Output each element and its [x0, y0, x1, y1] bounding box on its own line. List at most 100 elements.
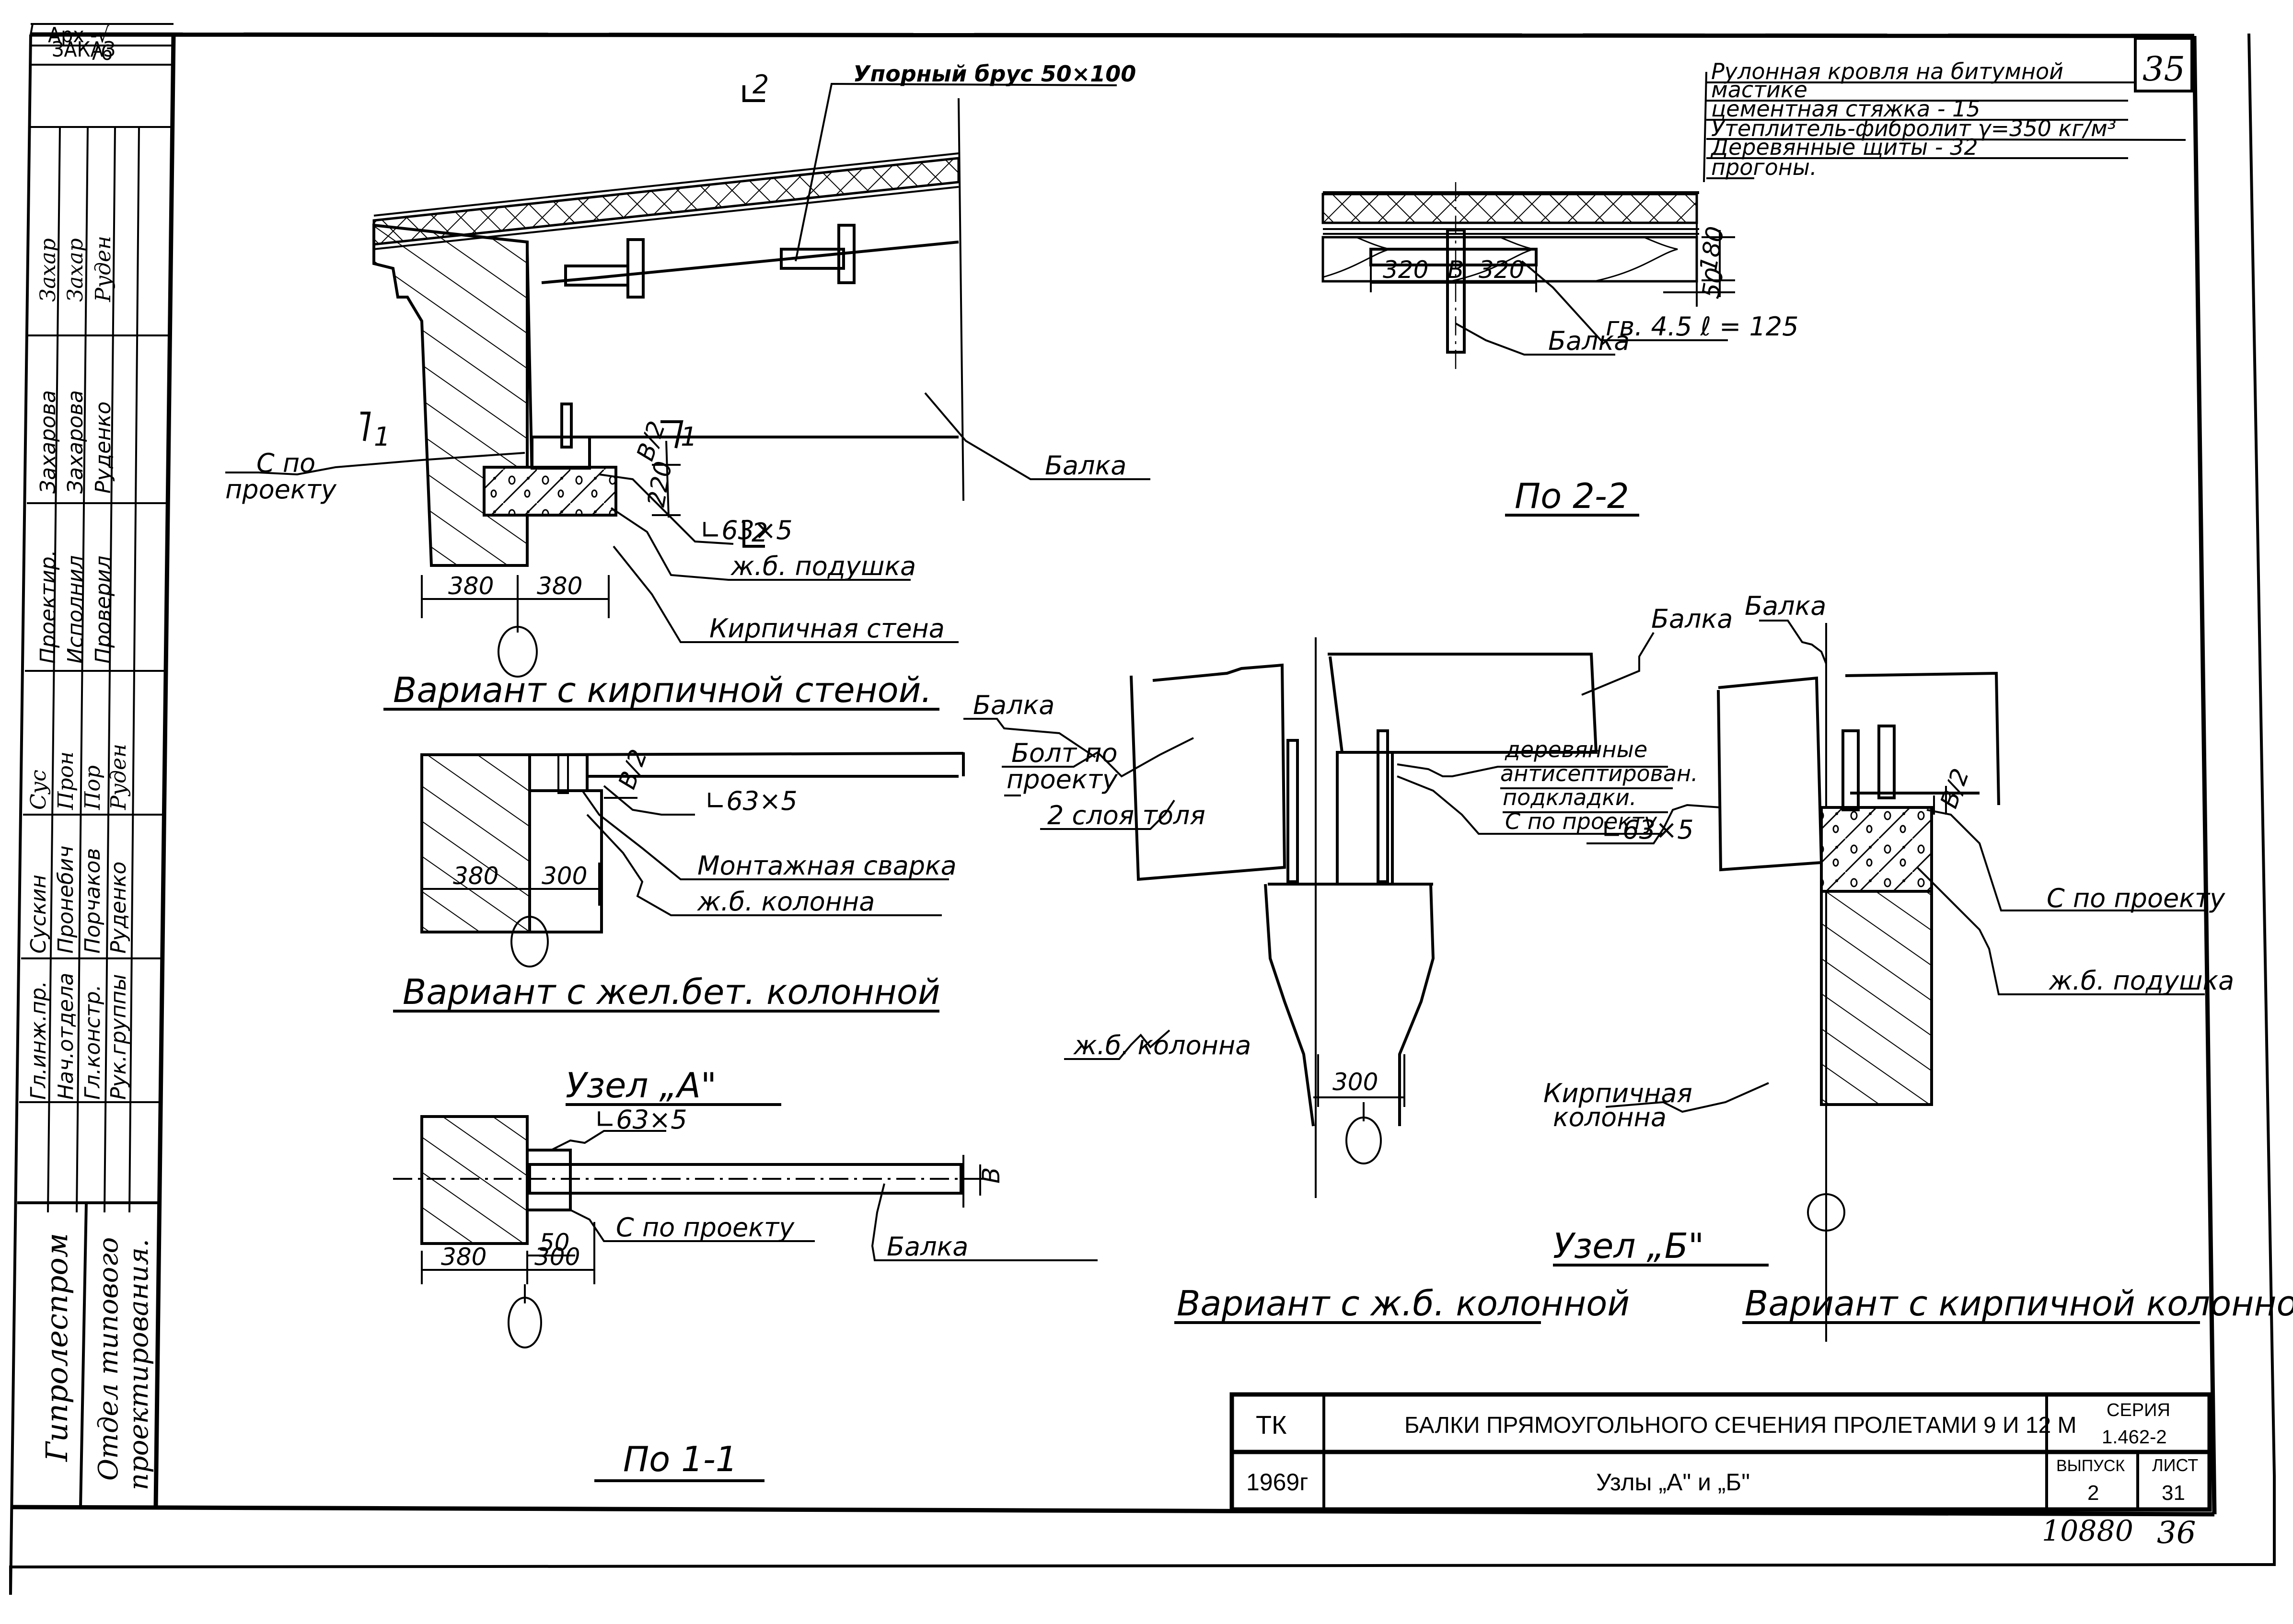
dim-220: 220	[642, 459, 678, 509]
angle-label: ∟63×5	[705, 786, 798, 816]
felt-label: 2 слоя толя	[1047, 800, 1205, 830]
stamp-name: Руденко	[106, 862, 131, 954]
section-mark-1-right: 1	[681, 422, 697, 452]
dim-50: 50	[539, 1229, 570, 1256]
stamp-role: Проверил	[91, 555, 116, 664]
roof-layer-1: Рулонная кровля на битумной	[1711, 58, 2063, 84]
stamp-name: Захарова	[36, 390, 60, 494]
stamp-role: Гл.инж.пр.	[26, 981, 51, 1100]
bolt-label: Болт по	[1011, 738, 1118, 768]
node-a-rc-column-detail: B/2 ∟63×5 Монтажная сварка ж.б. колонна …	[393, 746, 965, 1013]
page-number: 36	[2157, 1515, 2196, 1551]
dim-300: 300	[534, 1243, 580, 1271]
department-line-1: Отдел типового	[93, 1237, 124, 1481]
stamp-signature: Прон	[54, 751, 78, 810]
dim-380: 380	[448, 572, 494, 600]
roof-layer-1-cont: мастике	[1711, 77, 1807, 103]
c-by-project-label: С по проекту	[616, 1212, 795, 1243]
roof-layer-5: прогоны.	[1711, 154, 1817, 180]
stamp-name: Сускин	[26, 875, 51, 954]
dim-b: B	[977, 1167, 1005, 1184]
stop-bar-label: Упорный брус 50×100	[853, 61, 1136, 87]
stamp-name: Порчаков	[81, 848, 105, 954]
series-label: СЕРИЯ	[2107, 1400, 2170, 1420]
stamp-name: Захарова	[63, 390, 88, 494]
section-1-1-detail: B ∟63×5 С по проекту Балка 380 300 50 По…	[393, 1105, 1098, 1482]
document-code: ТК	[1256, 1411, 1287, 1440]
brick-variant-caption: Вариант с кирпичной стеной.	[393, 670, 932, 710]
order-number: 76	[89, 41, 113, 65]
rc-pad-label: ж.б. подушка	[730, 551, 916, 581]
c-by-project-label: С по проекту	[2047, 883, 2225, 913]
welding-label: Монтажная сварка	[697, 851, 957, 881]
dim-b: B	[1448, 256, 1464, 284]
beam-label: Балка	[1745, 591, 1826, 621]
nail-label: гв. 4.5 ℓ = 125	[1606, 311, 1799, 342]
axis-marker	[510, 916, 549, 967]
section-mark-2-bottom: 2	[752, 518, 768, 548]
department-line-2: проектирования.	[123, 1239, 154, 1490]
issue-value: 2	[2087, 1481, 2099, 1505]
rc-b-variant-caption: Вариант с ж.б. колонной	[1177, 1283, 1630, 1324]
beam-label: Балка	[1548, 326, 1630, 356]
dim-b-half: B/2	[1935, 765, 1975, 812]
section-mark-1-left: 1	[374, 422, 390, 452]
drawing-frame	[9, 32, 2276, 1595]
document-title: БАЛКИ ПРЯМОУГОЛЬНОГО СЕЧЕНИЯ ПРОЛЕТАМИ 9…	[1404, 1413, 2077, 1438]
stamp-role: Нач.отдела	[54, 973, 78, 1100]
stamp-signature: Захар	[63, 238, 88, 302]
stamp-name: Руденко	[91, 402, 116, 494]
stamp-rows: Проектир. Захарова Захар Исполнил Захаро…	[26, 236, 154, 1490]
stamp-signature: Руден	[106, 744, 131, 810]
node-a-brick-wall-detail: 2 2 1 1 Упорный брус 50×100 С по проекту…	[225, 61, 1150, 711]
stamp-role: Рук.группы	[106, 974, 131, 1100]
node-b-brick-column-detail: B/2 Балка ∟63×5 С по проекту ж.б. подушк…	[1543, 591, 2293, 1342]
stamp-signature: Пор	[81, 765, 105, 810]
c-by-project-label: С по проекту	[1505, 808, 1657, 834]
dim-50: 50	[1697, 265, 1729, 300]
roof-layers-legend: Рулонная кровля на битумной мастике цеме…	[1703, 37, 2193, 183]
rc-column-label: ж.б. колонна	[696, 887, 875, 917]
c-by-project-label: С по	[256, 448, 315, 478]
approval-stamp	[17, 23, 174, 1508]
brick-b-variant-caption: Вариант с кирпичной колонной	[1745, 1283, 2293, 1324]
axis-marker	[498, 626, 538, 678]
roof-layer-2: цементная стяжка - 15	[1711, 96, 1980, 122]
document-subtitle: Узлы „А" и „Б"	[1596, 1469, 1750, 1496]
corner-number-box	[2134, 37, 2193, 92]
sheet-label: ЛИСТ	[2152, 1455, 2198, 1475]
brick-wall-label: Кирпичная стена	[709, 613, 945, 644]
pads-label-2: антисептирован.	[1500, 760, 1698, 786]
angle-label: ∟63×5	[594, 1105, 687, 1135]
archive-number: 10880	[2042, 1514, 2133, 1548]
axis-marker	[1345, 1117, 1382, 1164]
axis-marker	[508, 1297, 542, 1348]
node-b-title: Узел „Б"	[1553, 1226, 1704, 1266]
rc-column-label: ж.б. колонна	[1073, 1030, 1251, 1060]
dim-380: 380	[453, 862, 498, 890]
dim-380: 380	[537, 572, 582, 600]
angle-label: ∟63×5	[700, 515, 793, 545]
stamp-signature: Руден	[91, 236, 116, 302]
bolt-label-2: проекту	[1007, 764, 1118, 795]
beam-top-label: Балка	[1651, 604, 1733, 634]
axis-marker	[1807, 1193, 1845, 1232]
dim-300: 300	[1332, 1068, 1378, 1096]
archive-mark: Арх -√	[48, 23, 109, 47]
section-2-2-caption: По 2-2	[1515, 476, 1629, 516]
roof-layer-3: Утеплитель-фибролит γ=350 кг/м³	[1711, 115, 2116, 141]
issue-label: ВЫПУСК	[2056, 1457, 2125, 1475]
pads-label: деревянные	[1505, 737, 1647, 762]
beam-label: Балка	[1045, 450, 1126, 481]
sheet-value: 31	[2162, 1481, 2185, 1505]
stamp-role: Исполнил	[63, 555, 88, 664]
beam-left-label: Балка	[973, 690, 1054, 720]
series-value: 1.462-2	[2102, 1427, 2167, 1448]
stamp-signature: Захар	[36, 238, 60, 302]
dim-180: 180	[1694, 224, 1730, 274]
organization-name: Гипролеспром	[39, 1233, 74, 1462]
dim-b-half: B/2	[613, 746, 653, 793]
rc-variant-caption: Вариант с жел.бет. колонной	[403, 972, 940, 1012]
stamp-name: Пронебич	[54, 846, 78, 954]
